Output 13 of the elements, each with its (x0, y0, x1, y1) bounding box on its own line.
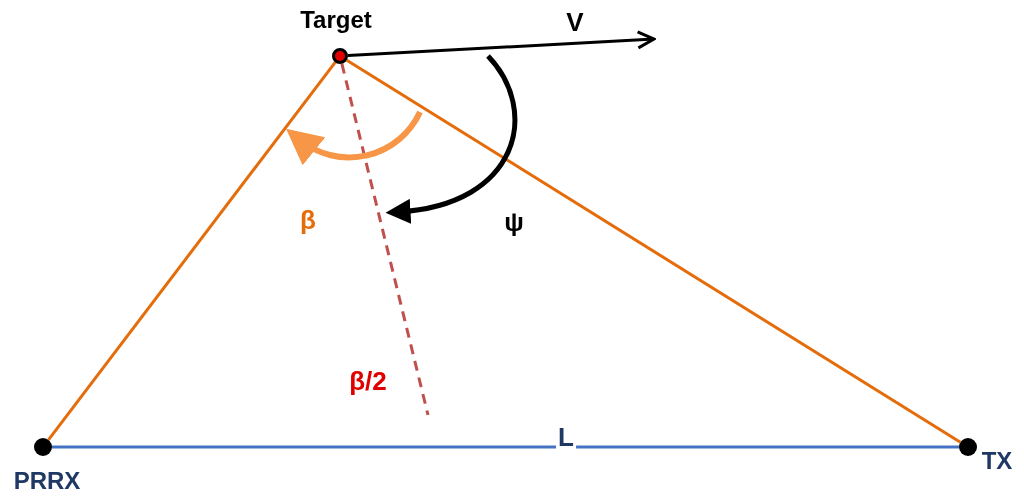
point-label: TX (981, 447, 1013, 475)
connector-line (52, 445, 959, 449)
point-marker (959, 438, 977, 456)
connector-line (47, 61, 337, 441)
connector-line (346, 58, 962, 444)
point-label: PRRX (13, 467, 81, 495)
point-label: Target (300, 6, 372, 34)
point-marker (332, 48, 348, 64)
angle-label: β (300, 207, 316, 233)
connector-line (340, 63, 430, 416)
arrow (347, 30, 656, 58)
angle-label: ψ (504, 209, 524, 235)
point-marker (34, 438, 52, 456)
